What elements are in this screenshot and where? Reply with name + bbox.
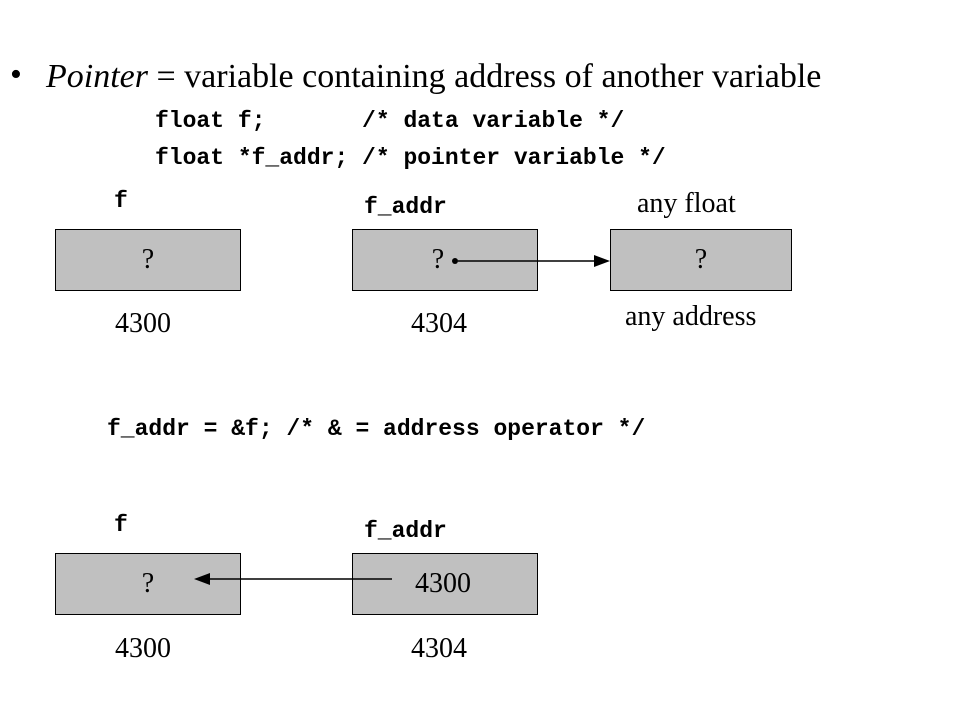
top-box-target-value: ? <box>694 244 708 275</box>
code-assignment-line: f_addr = &f; /* & = address operator */ <box>107 416 646 442</box>
top-any-float-label: any float <box>637 188 736 219</box>
bottom-arrow-head <box>194 573 210 585</box>
bottom-addr-faddr: 4304 <box>411 633 467 664</box>
top-box-faddr-value: ? <box>431 244 445 275</box>
bottom-pointer-arrow <box>194 573 392 585</box>
top-arrow-head <box>594 255 610 267</box>
bottom-addr-f: 4300 <box>115 633 171 664</box>
bottom-var-faddr-label: f_addr <box>364 518 447 544</box>
top-addr-any-address: any address <box>625 301 757 332</box>
top-pointer-arrow <box>452 255 610 267</box>
bottom-var-f-label: f <box>114 512 128 538</box>
top-addr-faddr: 4304 <box>411 308 467 339</box>
top-var-faddr-label: f_addr <box>364 194 447 220</box>
code-line-float-f: float f; /* data variable */ <box>155 108 625 134</box>
top-arrow-origin-dot <box>452 258 458 264</box>
top-box-target: ? <box>610 229 792 291</box>
title-pointer-term: Pointer <box>46 58 148 95</box>
top-box-f-value: ? <box>141 244 155 275</box>
bottom-box-faddr-value: 4300 <box>415 568 471 599</box>
title-definition: = variable containing address of another… <box>147 58 822 95</box>
top-var-f-label: f <box>114 188 128 214</box>
top-box-faddr: ? <box>352 229 538 291</box>
bullet-point: • <box>10 56 22 93</box>
top-box-f: ? <box>55 229 241 291</box>
bottom-box-faddr: 4300 <box>352 553 538 615</box>
code-line-float-faddr: float *f_addr; /* pointer variable */ <box>155 145 666 171</box>
bottom-box-f-value: ? <box>141 568 155 599</box>
slide-title: Pointer = variable containing address of… <box>46 58 821 96</box>
top-addr-f: 4300 <box>115 308 171 339</box>
